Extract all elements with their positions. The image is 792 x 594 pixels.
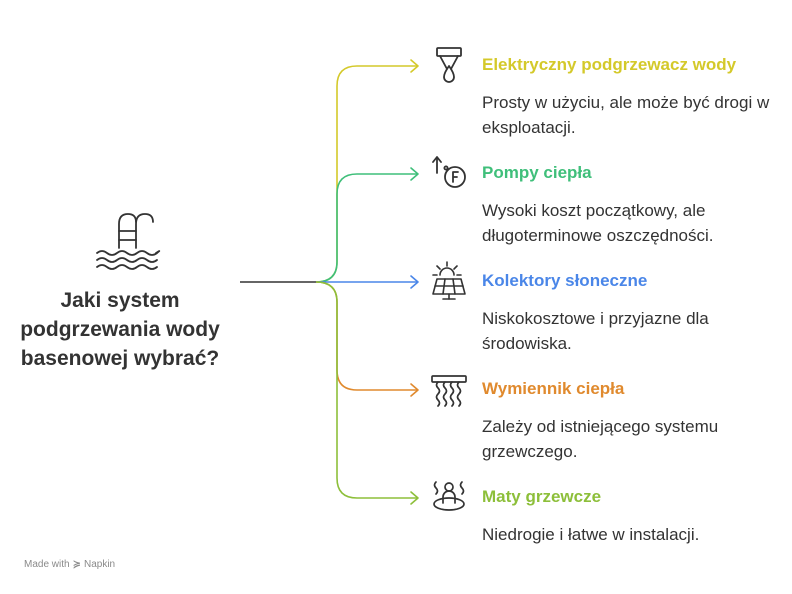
heat-pump-icon (432, 156, 466, 188)
branch-title: Elektryczny podgrzewacz wody (482, 55, 737, 74)
arrowhead-icon (410, 59, 419, 73)
brand-label: Napkin (83, 559, 116, 570)
branch-title: Kolektory słoneczne (482, 271, 648, 290)
electric-heater-icon (436, 47, 462, 83)
watermark: Made with ≽ Napkin (24, 559, 115, 570)
branch-title: Pompy ciepła (482, 163, 592, 182)
arrowhead-icon (410, 383, 419, 397)
branch-connector (315, 173, 418, 283)
connectors (240, 59, 419, 505)
made-with-label: Made with (24, 559, 70, 570)
branch-description: Prosty w użyciu, ale może być drogi w ek… (482, 93, 770, 137)
branch-description: Niedrogie i łatwe w instalacji. (482, 525, 700, 544)
heat-exchanger-icon (431, 375, 467, 407)
branch-connector (315, 281, 418, 391)
heating-mat-icon (433, 481, 465, 511)
branch-connector (315, 281, 418, 499)
branch-description: Niskokosztowe i przyjazne dla środowiska… (482, 309, 709, 353)
pool-ladder-icon (96, 213, 161, 270)
arrowhead-icon (410, 167, 419, 181)
napkin-logo-icon: ≽ (72, 559, 81, 570)
branch-description: Zależy od istniejącego systemu grzewczeg… (482, 417, 719, 461)
branch-title: Wymiennik ciepła (482, 379, 625, 398)
solar-panel-icon (432, 261, 466, 300)
main-question: Jaki system podgrzewania wody basenowej … (20, 289, 220, 370)
arrowhead-icon (410, 275, 419, 289)
branch-description: Wysoki koszt początkowy, ale długotermin… (482, 201, 714, 245)
arrowhead-icon (410, 491, 419, 505)
branch-title: Maty grzewcze (482, 487, 602, 506)
